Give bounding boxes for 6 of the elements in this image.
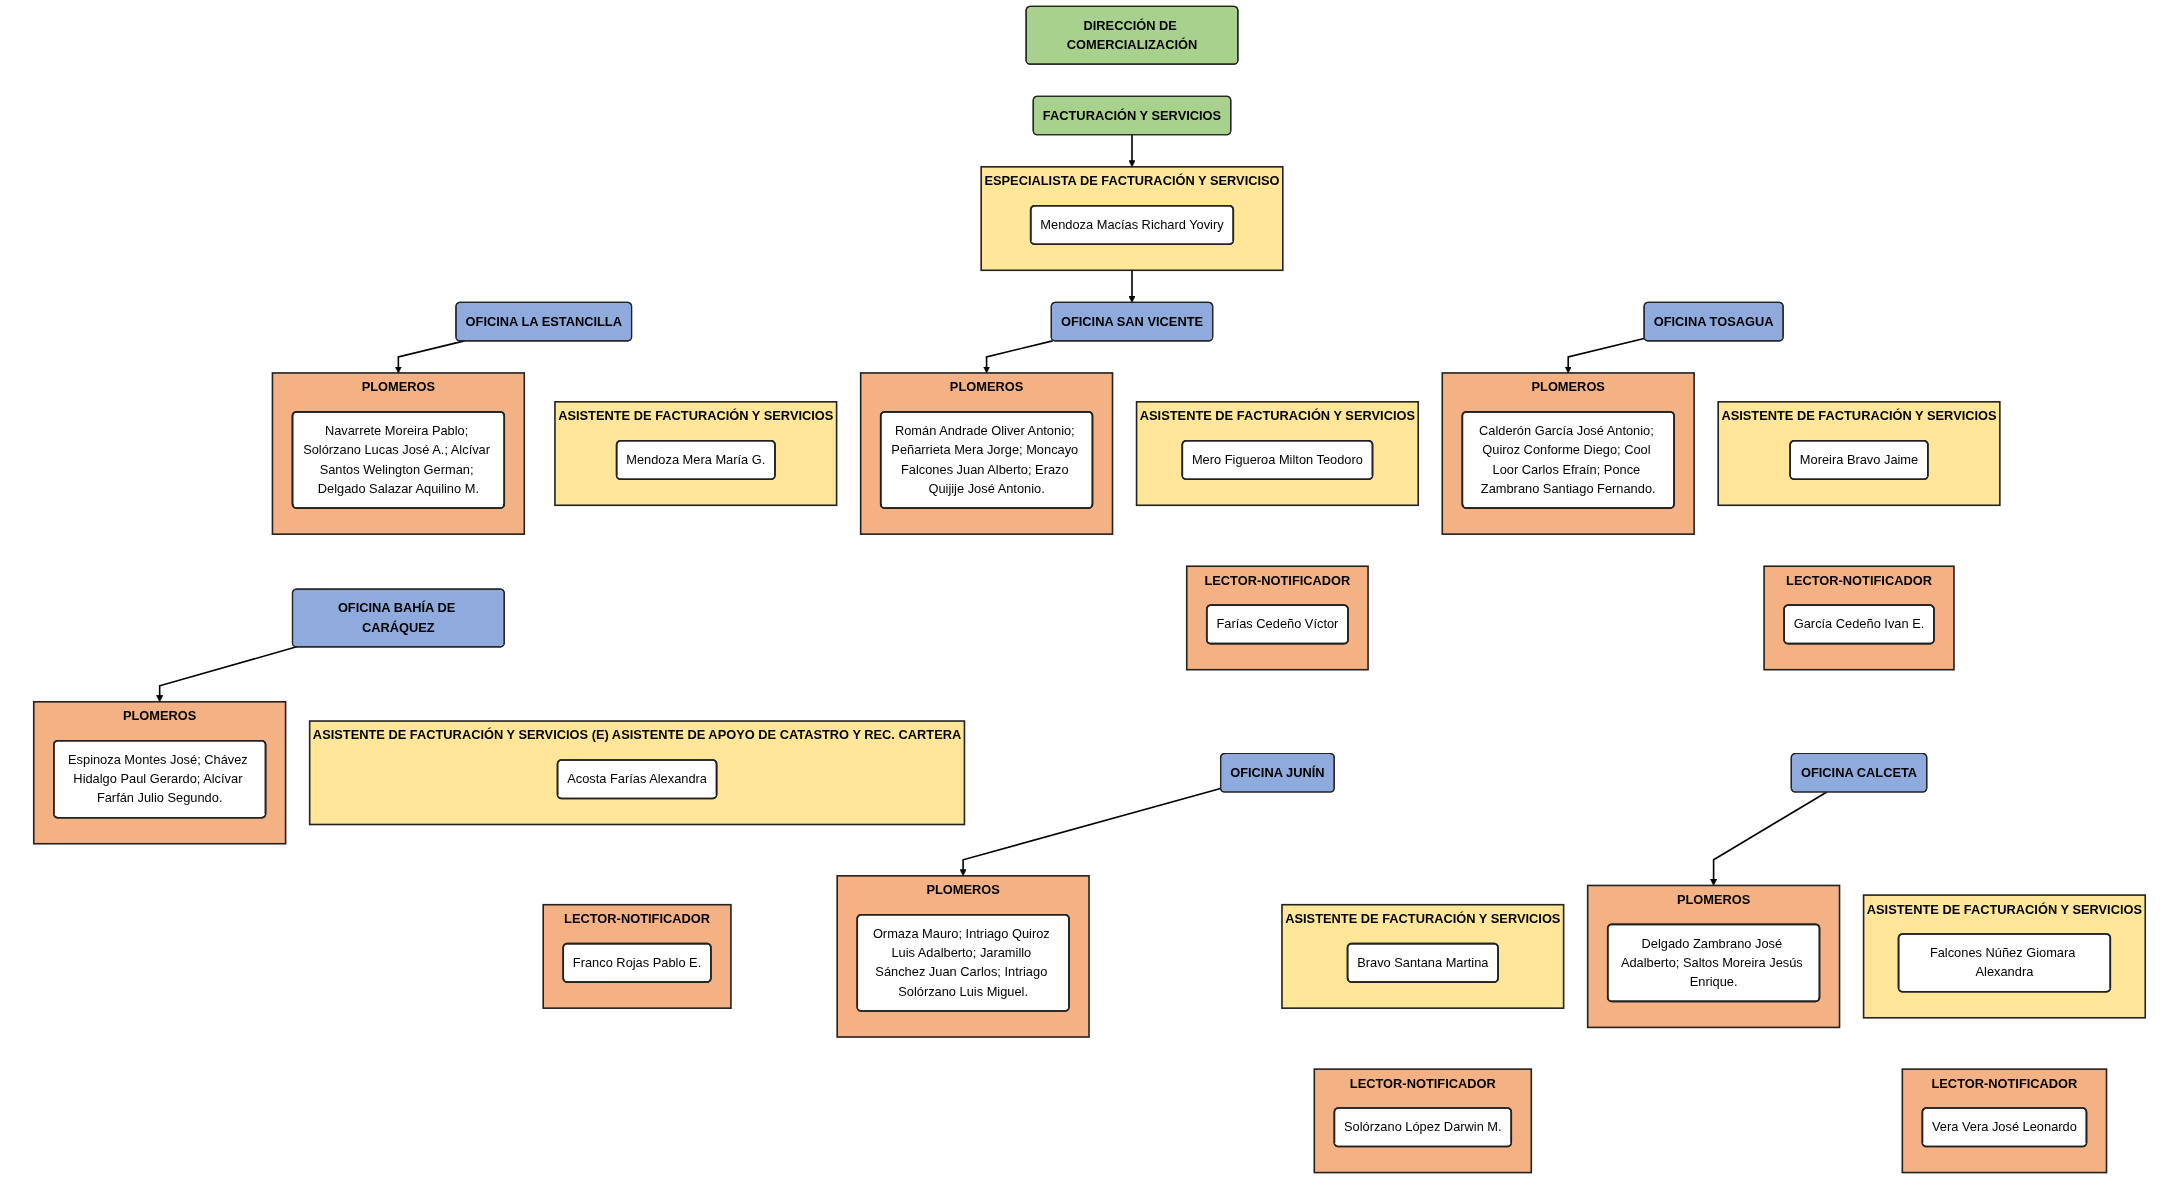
arrow xyxy=(1128,133,1136,168)
arrow xyxy=(983,340,1054,374)
arrow xyxy=(1710,791,1828,886)
arrow xyxy=(1564,337,1645,374)
arrow xyxy=(1128,269,1136,303)
arrow xyxy=(156,646,298,703)
